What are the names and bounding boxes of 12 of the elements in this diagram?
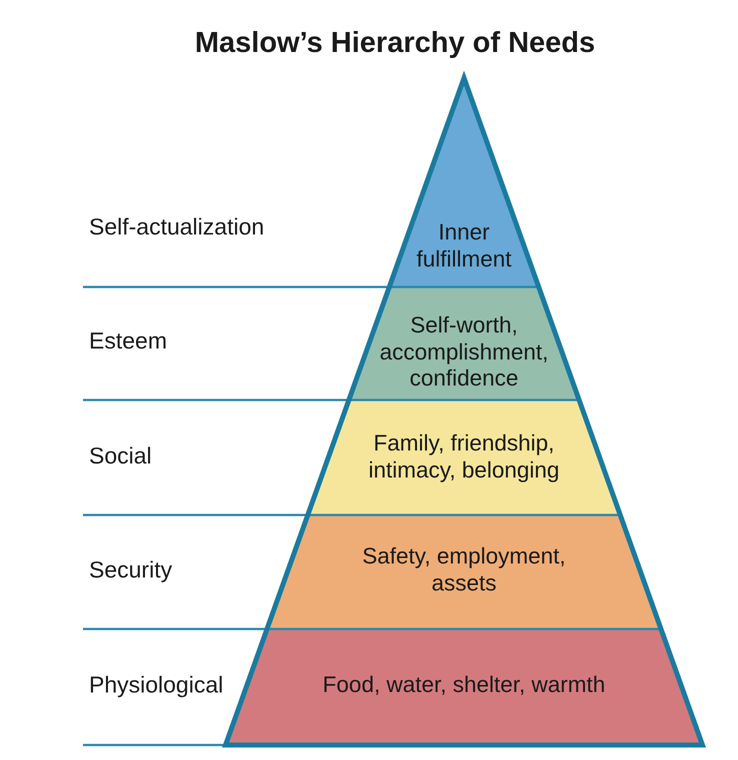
tier-description: Safety, employment, assets — [361, 544, 567, 596]
level-label: Social — [89, 442, 152, 470]
tier-description: Food, water, shelter, warmth — [322, 672, 606, 698]
pyramid-tier — [267, 515, 661, 629]
tier-description: Self-worth, accomplishment, confidence — [378, 312, 550, 392]
tier-description: Family, friendship, intimacy, belonging — [368, 430, 560, 484]
level-label: Physiological — [89, 672, 224, 698]
diagram-title: Maslow’s Hierarchy of Needs — [194, 26, 596, 60]
level-label: Esteem — [89, 328, 167, 354]
level-label: Self-actualization — [89, 214, 264, 240]
tier-description: Inner fulfillment — [415, 220, 512, 272]
level-label: Security — [89, 556, 172, 584]
